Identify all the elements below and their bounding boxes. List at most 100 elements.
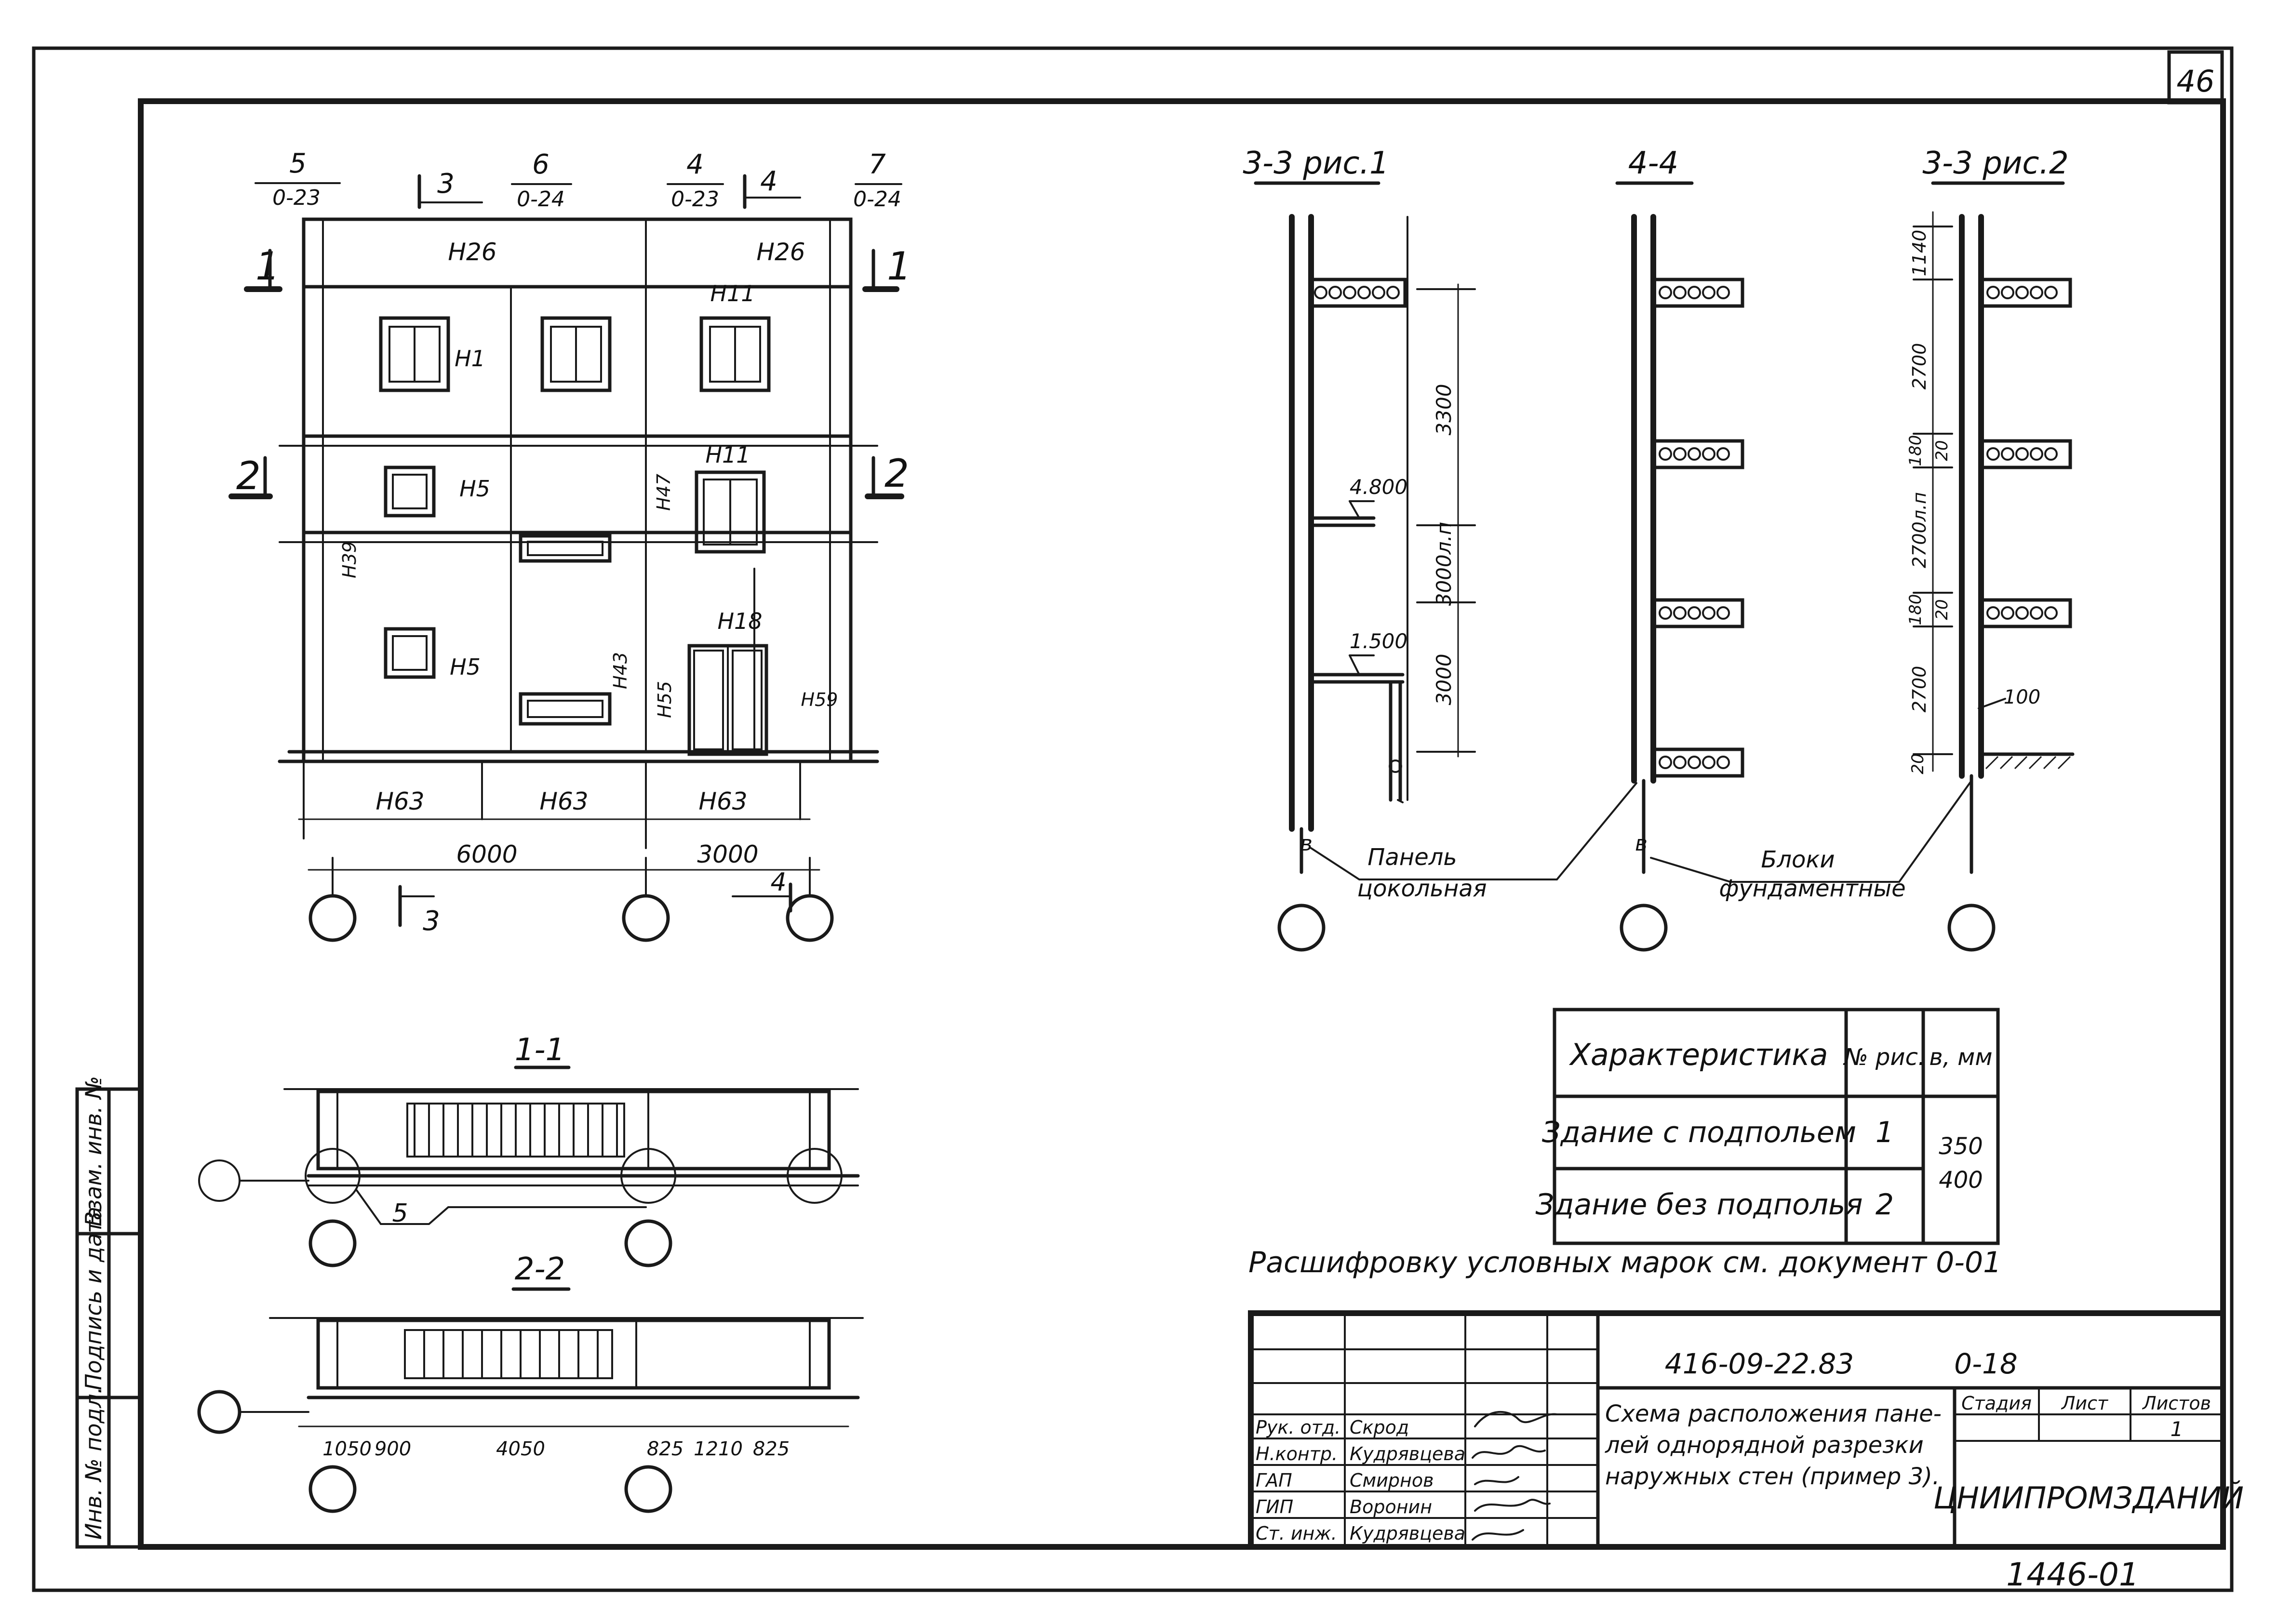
section-3-3-fig1-title: 3-3 рис.1	[1243, 146, 1389, 181]
dim-3300: 3300	[1432, 384, 1456, 436]
vertical-sections: 3-3 рис.1 4-4 3-3 рис.2 4.800 1.500	[1243, 146, 2075, 952]
label-h26a: H26	[448, 238, 496, 266]
dim-20c: 20	[1908, 753, 1928, 774]
table-row1-name: Здание с подпольем	[1542, 1116, 1856, 1149]
section-3-3-fig2-title: 3-3 рис.2	[1922, 146, 2068, 181]
bottom-code: 1446-01	[2006, 1556, 2139, 1593]
top-marks: 5 0-23 6 0-24 4 0-23 7 0-24 3 4	[255, 148, 902, 212]
label-h59: H59	[801, 689, 838, 710]
title-line-2: лей однорядной разрезки	[1605, 1432, 1924, 1459]
sheet-label: Лист	[2061, 1393, 2109, 1414]
name-5: Кудрявцева	[1350, 1523, 1465, 1544]
label-h43: H43	[610, 652, 631, 689]
table-row2-name: Здание без подполья	[1536, 1188, 1863, 1222]
cut-3-label: 3	[437, 168, 455, 200]
level-1500: 1.500	[1350, 629, 1407, 653]
cut-4-label: 4	[760, 166, 777, 197]
dim-3000: 3000	[697, 840, 758, 868]
sheets-label: Листов	[2142, 1393, 2211, 1414]
title-line-3: наружных стен (пример 3).	[1605, 1463, 1940, 1490]
role-2: Н.контр.	[1256, 1443, 1338, 1464]
section-2-2-title: 2-2	[515, 1251, 565, 1287]
axis-bubble-2	[622, 894, 670, 942]
side-stamp: Инв. № подл. Подпись и дата Взам. инв. №	[75, 1076, 143, 1549]
dim-1050: 1050	[322, 1438, 372, 1460]
characteristics-table: Характеристика № рис. в, мм Здание с под…	[1536, 1008, 2000, 1245]
role-4: ГИП	[1256, 1496, 1293, 1518]
dim-20a: 20	[1932, 440, 1952, 461]
dim-2700b: 2700	[1909, 666, 1930, 713]
dim-825b: 825	[753, 1438, 790, 1460]
sheets-value: 1	[2171, 1417, 2184, 1441]
dim-1140: 1140	[1909, 230, 1930, 277]
stage-label: Стадия	[1961, 1393, 2032, 1414]
facade-elevation: 5 0-23 6 0-24 4 0-23 7 0-24 3 4 1	[228, 148, 911, 942]
section-3-3-fig2: 100 1140 2700 180 20 2700л.п 180 20 2700…	[1906, 211, 2075, 952]
label-h11b: H11	[705, 442, 750, 468]
b-mark-b: в	[1635, 831, 1648, 856]
plan-mark-5: 5	[392, 1199, 408, 1228]
name-1: Скрод	[1350, 1417, 1409, 1438]
sheet-code: 0-18	[1954, 1347, 2018, 1380]
callout-plinth-line1: Панель	[1367, 844, 1457, 871]
cut-2-left: 2	[236, 453, 261, 498]
name-2: Кудрявцева	[1350, 1443, 1465, 1464]
level-4800: 4.800	[1350, 475, 1407, 499]
sheet-number: 46	[2177, 64, 2215, 99]
bottom-cut-3: 3	[423, 905, 440, 937]
cut-2-right: 2	[884, 451, 909, 496]
plan-sections: 1-1	[197, 1032, 864, 1513]
dim-3000: 3000	[1432, 654, 1456, 706]
callout-foundation-line2: фундаментные	[1719, 875, 1905, 902]
stamp-inv-podl: Инв. № подл.	[80, 1387, 107, 1540]
b-mark-a: в	[1300, 831, 1313, 856]
organization: ЦНИИПРОМЗДАНИЙ	[1933, 1480, 2244, 1516]
signatures	[1472, 1411, 1558, 1541]
table-header-b: в, мм	[1929, 1044, 1992, 1071]
mark-7-ref: 0-24	[853, 187, 901, 212]
label-h5b: H5	[450, 654, 481, 680]
stamp-vzam-inv: Взам. инв. №	[80, 1076, 107, 1226]
label-h11a: H11	[710, 280, 755, 306]
label-h55: H55	[654, 681, 675, 718]
label-h63a: H63	[375, 787, 424, 815]
callout-plinth-line2: цокольная	[1357, 875, 1487, 902]
dim-3000lp: 3000л.п	[1432, 522, 1456, 606]
stair-treads	[406, 1103, 625, 1158]
table-row2-fig: 2	[1876, 1188, 1894, 1222]
stamp-signature-date: Подпись и дата	[80, 1207, 107, 1390]
section-4-4-title: 4-4	[1628, 146, 1679, 181]
section-3-3-fig1: 4.800 1.500 3300 3000л.п 3000 в	[1277, 214, 1476, 952]
section-4-4: в	[1620, 214, 1744, 952]
mark-4-ref: 0-23	[671, 187, 719, 212]
dim-900: 900	[375, 1438, 411, 1460]
label-h63b: H63	[539, 787, 588, 815]
title-line-1: Схема расположения пане-	[1605, 1400, 1942, 1427]
mark-100: 100	[2004, 686, 2040, 708]
role-1: Рук. отд.	[1256, 1417, 1340, 1438]
label-h1: H1	[455, 346, 485, 372]
name-4: Воронин	[1350, 1496, 1432, 1518]
mark-5-num: 5	[289, 148, 307, 179]
mark-7-num: 7	[869, 149, 886, 180]
table-row1-fig: 1	[1876, 1116, 1894, 1149]
callout-foundation-line1: Блоки	[1761, 846, 1835, 873]
mark-4-num: 4	[686, 149, 704, 180]
dim-180b: 180	[1906, 594, 1925, 626]
doc-code: 416-09-22.83	[1665, 1347, 1854, 1380]
dim-20b: 20	[1932, 599, 1952, 620]
label-h5a: H5	[459, 476, 490, 502]
axis-bubble-3	[786, 894, 834, 942]
table-b-350: 350	[1939, 1133, 1983, 1160]
label-h47: H47	[653, 474, 674, 511]
cut-1-left: 1	[255, 244, 280, 289]
table-header-characteristic: Характеристика	[1568, 1037, 1828, 1072]
dim-4050: 4050	[496, 1438, 545, 1460]
dim-2700lp: 2700л.п	[1909, 492, 1930, 568]
dim-825a: 825	[647, 1438, 683, 1460]
table-b-400: 400	[1939, 1167, 1983, 1194]
role-3: ГАП	[1256, 1470, 1292, 1491]
label-h26b: H26	[756, 238, 805, 266]
label-h63c: H63	[698, 787, 747, 815]
